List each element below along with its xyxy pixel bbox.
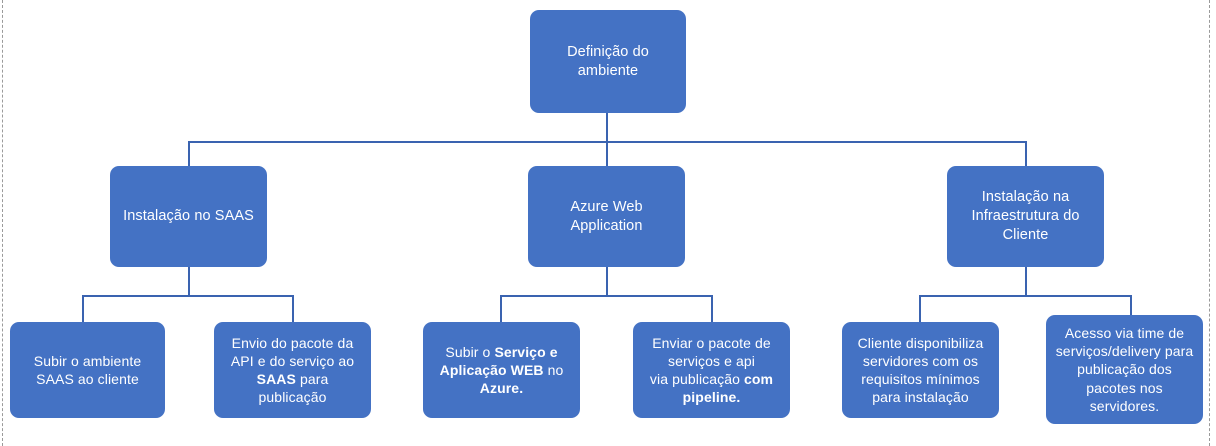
node-label: Azure Web Application	[570, 198, 643, 234]
node-instalacao-no-saas[interactable]: Instalação no SAAS	[110, 166, 267, 267]
connector-branch-1-bus	[82, 295, 293, 297]
canvas-guide-left	[2, 0, 3, 446]
node-label: Instalação no SAAS	[123, 208, 254, 225]
node-label-bold: pipeline.	[682, 389, 741, 406]
connector-branch-1-child-1	[82, 295, 84, 322]
connector-branch-2-stem	[606, 267, 608, 296]
node-label: Subir o ambiente SAAS ao cliente	[33, 352, 142, 387]
node-acesso-via-time-servicos[interactable]: Acesso via time de serviços/delivery par…	[1046, 315, 1203, 424]
node-definicao-do-ambiente[interactable]: Definição do ambiente	[530, 10, 686, 113]
node-label-bold: Aplicação WEB	[439, 361, 544, 378]
node-label: Subir o Serviço e Aplicação WEB no Azure…	[439, 343, 564, 397]
node-label-bold: Azure.	[479, 380, 524, 397]
node-label: Cliente disponibiliza servidores com os …	[857, 334, 984, 406]
node-label-bold: Serviço e	[494, 343, 558, 360]
connector-branch-2-bus	[500, 295, 712, 297]
connector-branch-3-child-2	[1130, 295, 1132, 322]
node-label: Definição do ambiente	[567, 43, 649, 79]
connector-branch-1-stem	[188, 267, 190, 296]
node-label: Envio do pacote da API e do serviço ao S…	[230, 334, 355, 406]
node-label: Instalação na Infraestrutura do Cliente	[971, 189, 1080, 243]
node-label-bold: SAAS	[256, 371, 296, 387]
connector-drop-branch-1	[188, 141, 190, 166]
node-label: Acesso via time de serviços/delivery par…	[1055, 325, 1194, 414]
canvas-guide-right	[1209, 0, 1210, 446]
connector-branch-1-child-2	[292, 295, 294, 322]
connector-branch-2-child-1	[500, 295, 502, 322]
connector-branch-3-child-1	[919, 295, 921, 322]
node-azure-web-application[interactable]: Azure Web Application	[528, 166, 685, 267]
node-envio-pacote-api[interactable]: Envio do pacote da API e do serviço ao S…	[214, 322, 371, 418]
connector-branch-3-bus	[919, 295, 1131, 297]
node-label: Enviar o pacote de serviços e api via pu…	[649, 334, 774, 406]
connector-drop-branch-3	[1025, 141, 1027, 166]
node-subir-ambiente-saas[interactable]: Subir o ambiente SAAS ao cliente	[10, 322, 165, 418]
connector-branch-3-stem	[1025, 267, 1027, 296]
node-subir-servico-aplicacao-web[interactable]: Subir o Serviço e Aplicação WEB no Azure…	[423, 322, 580, 418]
node-enviar-pacote-pipeline[interactable]: Enviar o pacote de serviços e api via pu…	[633, 322, 790, 418]
node-cliente-disponibiliza-servidores[interactable]: Cliente disponibiliza servidores com os …	[842, 322, 999, 418]
connector-drop-branch-2	[606, 141, 608, 166]
node-label-bold: com	[744, 371, 774, 387]
connector-branch-2-child-2	[711, 295, 713, 322]
node-instalacao-infraestrutura-cliente[interactable]: Instalação na Infraestrutura do Cliente	[947, 166, 1104, 267]
connector-root-stem	[606, 113, 608, 142]
